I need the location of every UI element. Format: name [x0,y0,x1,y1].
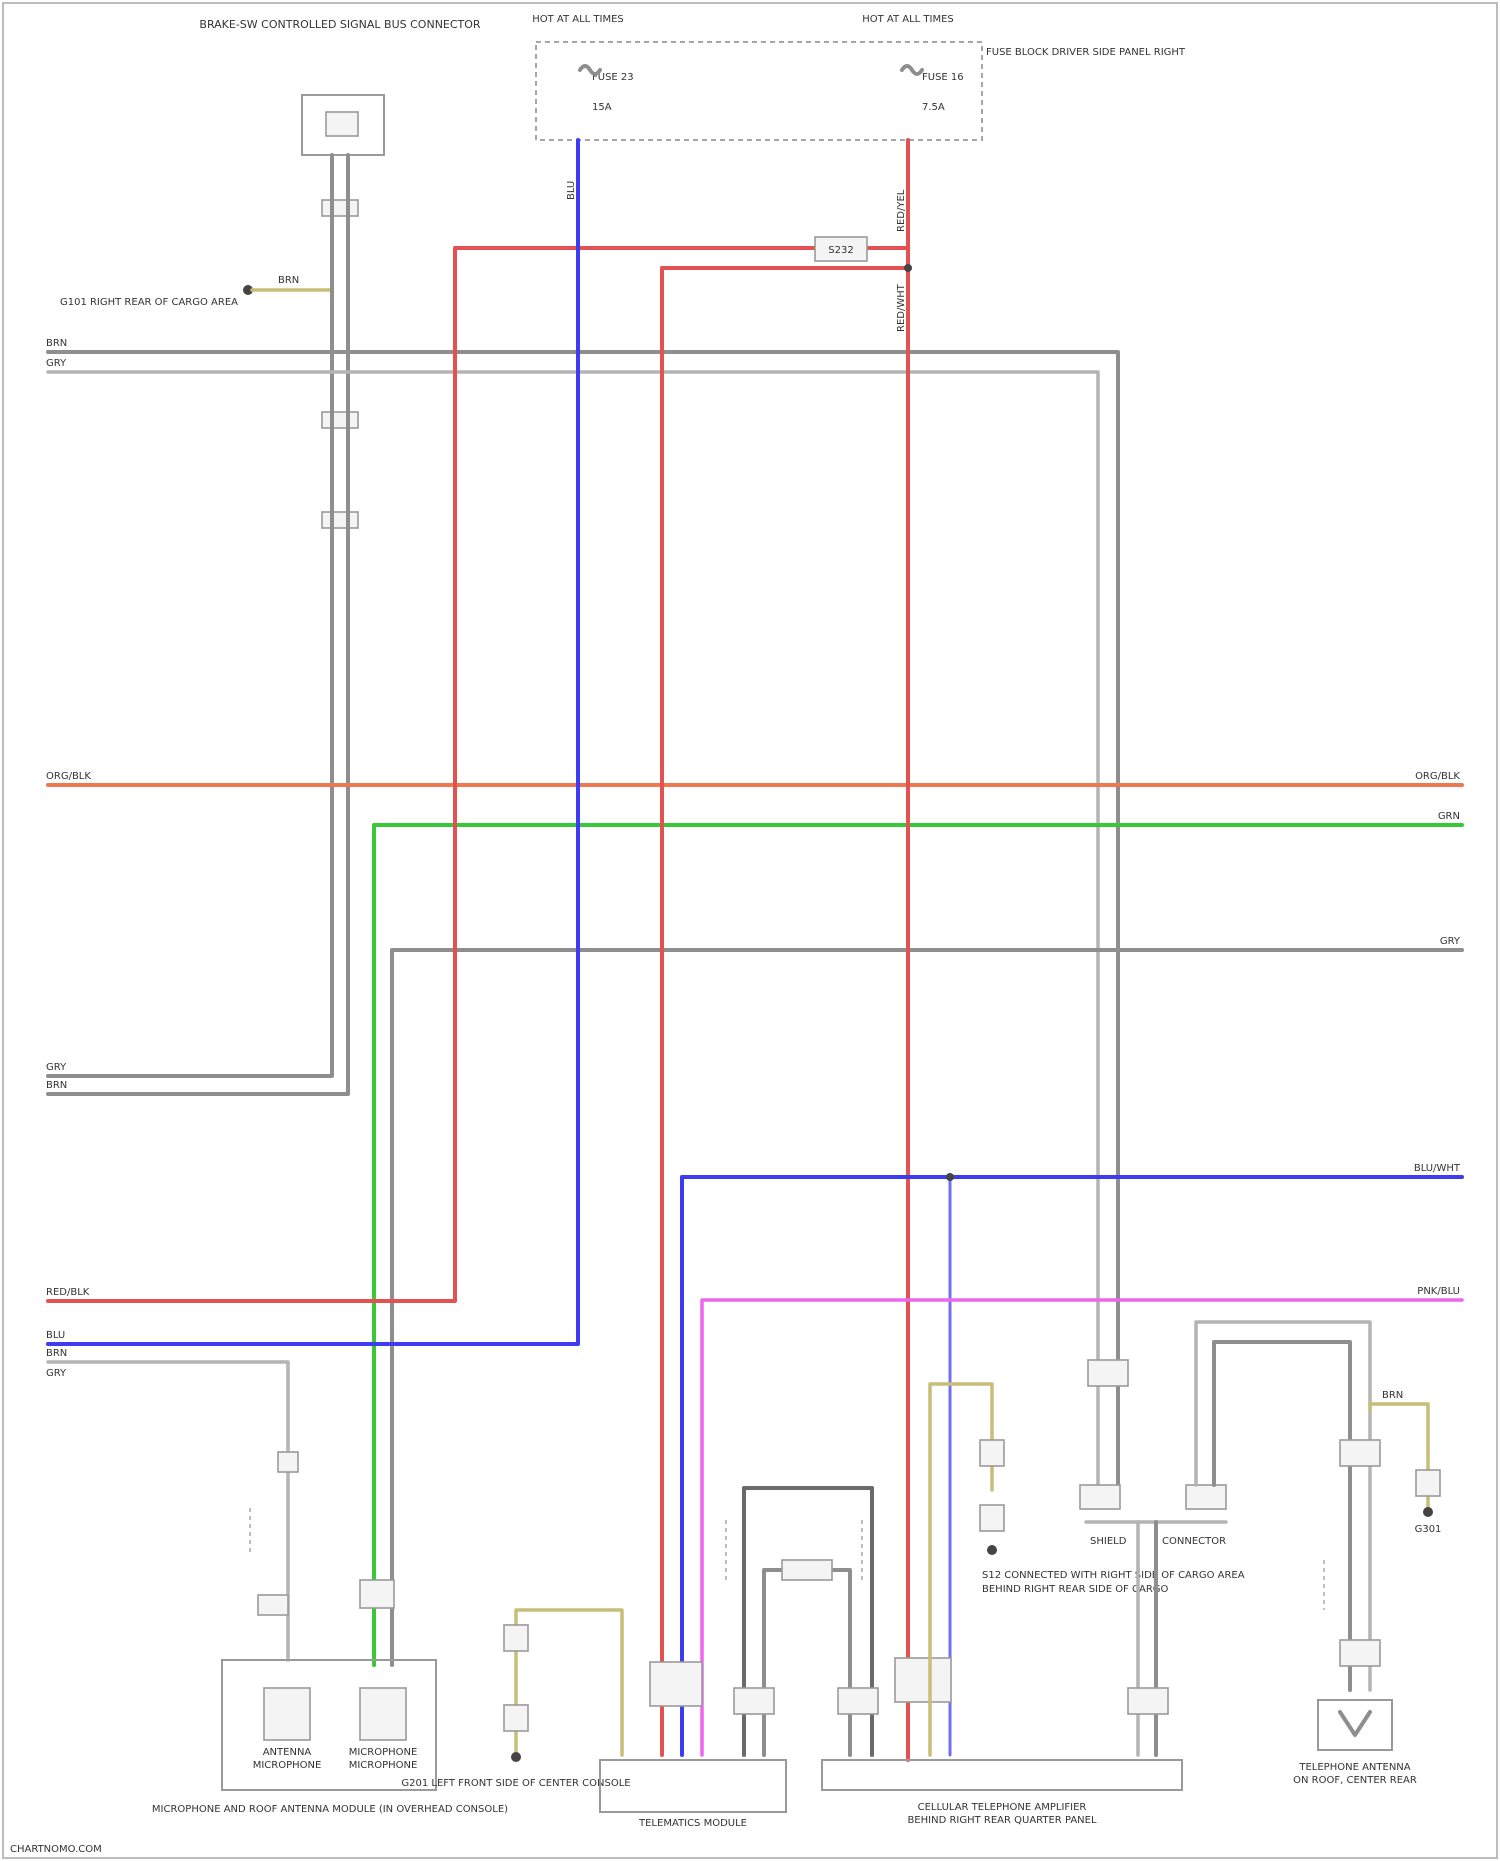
bus-gray-3 [392,950,1462,1665]
blue-junction-dot [946,1173,954,1181]
fuse-block-title: FUSE BLOCK DRIVER SIDE PANEL RIGHT [986,47,1186,58]
telematics-conn [650,1662,702,1706]
right-red-wire-label: RED/YEL [896,189,907,232]
splice-label: S232 [828,245,853,256]
antenna-conn-1 [278,1452,298,1472]
tel-antenna-sub: ON ROOF, CENTER REAR [1293,1775,1417,1786]
bus-left-d: GRY [46,1062,67,1073]
g301-dot [1423,1507,1433,1517]
antenna-module-sub: MICROPHONE [253,1760,322,1771]
wire-dark-loop-2 [764,1570,850,1755]
mic-conn [360,1580,394,1608]
splice-note-2: BEHIND RIGHT REAR SIDE OF CARGO [982,1584,1169,1595]
coax-conn [1128,1688,1168,1714]
gray-bus-conn [1088,1360,1128,1386]
bus-left-f: RED/BLK [46,1287,90,1298]
left-blu-wire-label: BLU [566,181,577,200]
top-ground-wire-label: BRN [278,275,299,286]
bus-right-blue: BLU/WHT [1414,1163,1461,1174]
bus-gray-2 [48,372,1098,1500]
g201-label: G201 LEFT FRONT SIDE OF CENTER CONSOLE [401,1778,630,1789]
wire-gray-antenna [48,1362,288,1660]
bus-right-pink: PNK/BLU [1417,1286,1460,1297]
fuse-right-name: FUSE 16 [922,72,964,83]
loop-conn-1 [734,1688,774,1714]
bus-right-gray: GRY [1440,936,1461,947]
loop-conn-2 [838,1688,878,1714]
antenna-conn-2 [258,1595,288,1615]
cell-yellow-conn-2 [980,1505,1004,1531]
bus-left-i: GRY [46,1368,67,1379]
bus-right-orange: ORG/BLK [1415,771,1460,782]
splice-dot [904,264,912,272]
fuse-left-amp: 15A [592,102,612,113]
top-conn-2 [322,412,358,428]
right-red-wire-label-2: RED/WHT [896,283,907,332]
bus-left-g: BLU [46,1330,65,1341]
wire-blue-1 [48,140,578,1344]
shield-label: SHIELD [1090,1536,1127,1547]
g201-conn-1 [504,1625,528,1651]
g201-dot [511,1752,521,1762]
hot-label-left: HOT AT ALL TIMES [532,14,624,25]
bus-left-c: ORG/BLK [46,771,91,782]
hot-label-right: HOT AT ALL TIMES [862,14,954,25]
fuse-left-symbol [580,66,600,74]
antenna-module-label: ANTENNA [263,1747,312,1758]
g301-wire-label: BRN [1382,1390,1403,1401]
bus-right-green: GRN [1438,811,1460,822]
mic-element [360,1688,406,1740]
bus-left-e: BRN [46,1080,67,1091]
telematics-label: TELEMATICS MODULE [638,1818,747,1829]
top-ground-label: G101 RIGHT REAR OF CARGO AREA [60,297,238,308]
cellular-label: CELLULAR TELEPHONE AMPLIFIER [918,1802,1087,1813]
fuse-right-amp: 7.5A [922,102,945,113]
connector-conn [1186,1485,1226,1509]
antenna-box-title: MICROPHONE AND ROOF ANTENNA MODULE (IN O… [152,1804,508,1815]
tel-conn-2 [1340,1640,1380,1666]
top-conn-3 [322,512,358,528]
cell-splice-dot [987,1545,997,1555]
footer-watermark: CHARTNOMO.COM [10,1844,102,1855]
cellular-box [822,1760,1182,1790]
diagram-frame [3,3,1497,1858]
cellular-conn-left [895,1658,951,1702]
g301-label: G301 [1415,1524,1442,1535]
splice-note: S12 CONNECTED WITH RIGHT SIDE OF CARGO A… [982,1570,1245,1581]
top-module-inner [326,112,358,136]
bus-gray-1 [48,352,1118,1500]
wire-red-1 [48,248,908,1301]
g201-conn-2 [504,1705,528,1731]
tel-antenna-symbol [1340,1712,1370,1735]
mic-module-sub: MICROPHONE [349,1760,418,1771]
cellular-sub: BEHIND RIGHT REAR QUARTER PANEL [907,1815,1097,1826]
bus-left-a: BRN [46,338,67,349]
wire-yellow-g201 [516,1610,622,1755]
wire-tel-antenna-2 [1214,1342,1350,1690]
top-conn-1 [322,200,358,216]
cell-yellow-conn-1 [980,1440,1004,1466]
tel-conn-1 [1340,1440,1380,1466]
fuse-block-box [536,42,982,140]
tel-antenna-box [1318,1700,1392,1750]
fuse-right-symbol [902,66,922,74]
antenna-element [264,1688,310,1740]
connector-label: CONNECTOR [1162,1536,1226,1547]
tel-antenna-label: TELEPHONE ANTENNA [1298,1762,1410,1773]
shield-box [782,1560,832,1580]
shield-conn [1080,1485,1120,1509]
g301-conn [1416,1470,1440,1496]
mic-module-label: MICROPHONE [349,1747,418,1758]
bus-left-h: BRN [46,1348,67,1359]
module-wire-b [48,155,348,1094]
module-wire-a [48,155,332,1076]
top-module-title: BRAKE-SW CONTROLLED SIGNAL BUS CONNECTOR [199,18,481,31]
bus-left-b: GRY [46,358,67,369]
